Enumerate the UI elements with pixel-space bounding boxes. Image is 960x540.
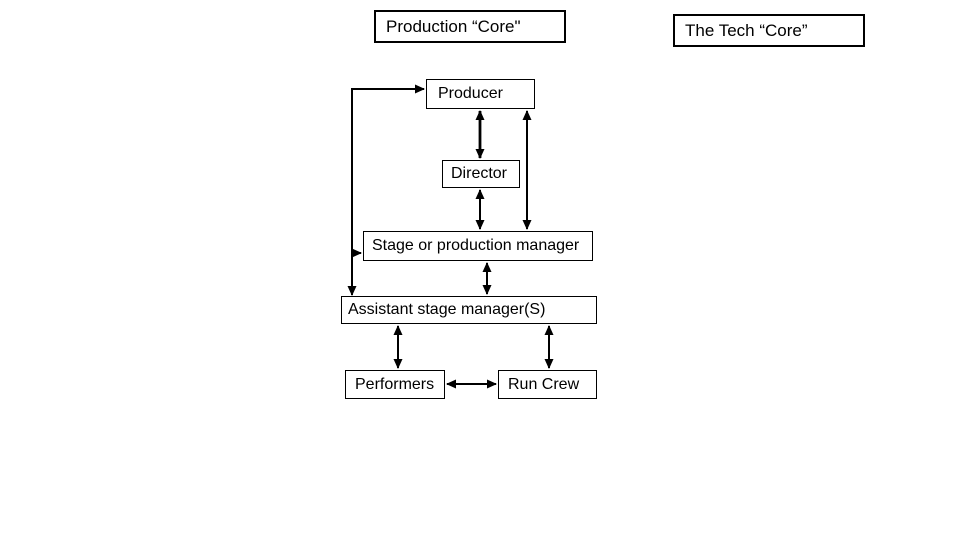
header-tech-core: The Tech “Core” — [673, 14, 865, 47]
node-producer-label: Producer — [438, 85, 503, 102]
node-assistant-stage-manager: Assistant stage manager(S) — [341, 296, 597, 324]
header-tech-core-label: The Tech “Core” — [685, 21, 808, 40]
node-producer: Producer — [426, 79, 535, 109]
node-director: Director — [442, 160, 520, 188]
node-stage-manager-label: Stage or production manager — [372, 237, 580, 254]
header-production-core-label: Production “Core" — [386, 17, 521, 36]
node-stage-manager: Stage or production manager — [363, 231, 593, 261]
connector-rail-asm-producer — [347, 84, 425, 296]
node-run-crew-label: Run Crew — [508, 375, 580, 393]
node-assistant-stage-manager-label: Assistant stage manager(S) — [348, 301, 546, 318]
node-director-label: Director — [451, 165, 508, 182]
node-run-crew: Run Crew — [498, 370, 597, 399]
header-production-core: Production “Core" — [374, 10, 566, 43]
node-performers: Performers — [345, 370, 445, 399]
node-performers-label: Performers — [355, 375, 435, 393]
